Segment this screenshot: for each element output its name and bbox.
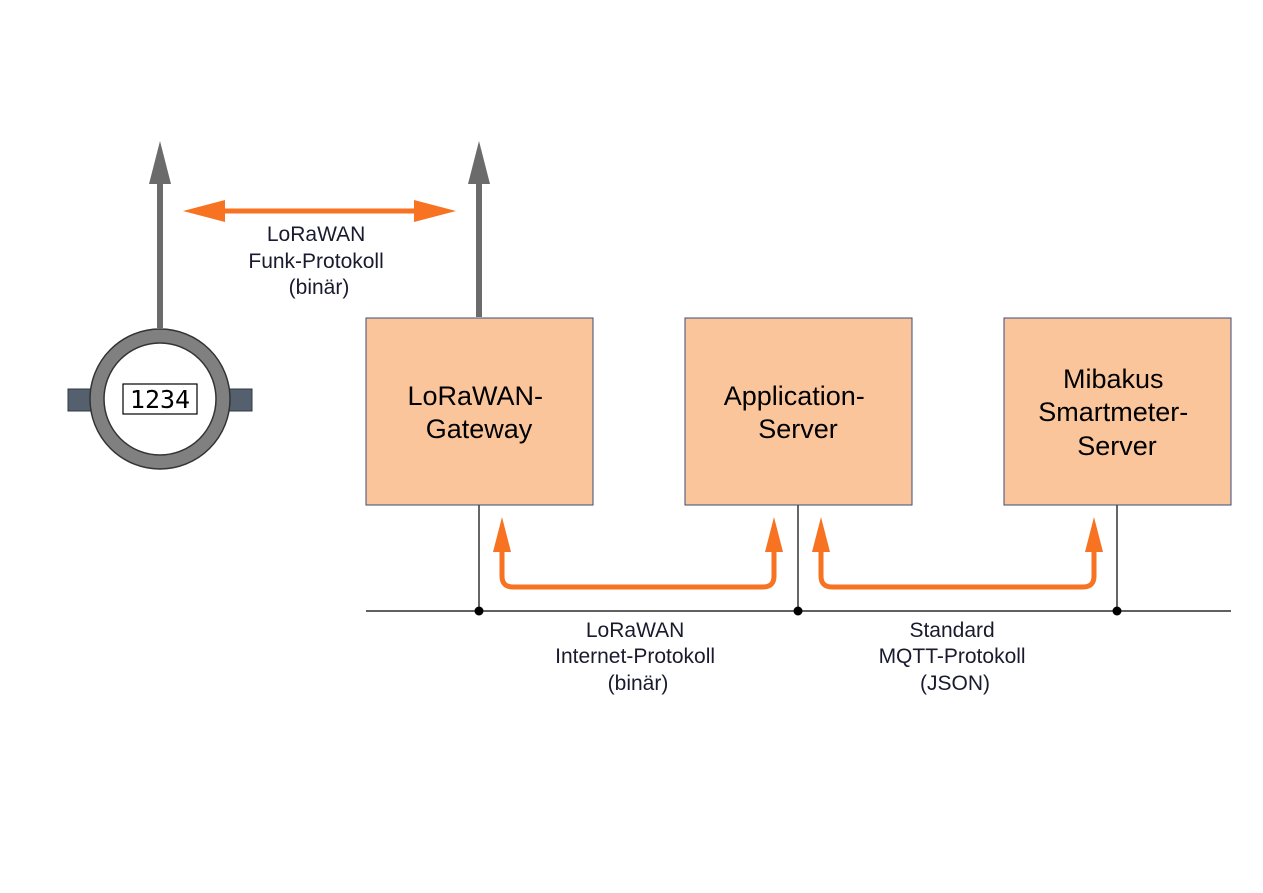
gateway-antenna-arrowhead (468, 141, 490, 184)
mibakus-box: Mibakus Smartmeter- Server (1003, 317, 1232, 506)
mibakus-label-line-1: Mibakus (1063, 364, 1164, 394)
mibakus-junction (1112, 606, 1122, 616)
internet-link-arrowhead-left (493, 517, 511, 552)
mibakus-box-frame (1003, 317, 1232, 506)
mqtt-link-label-line-2: MQTT-Protokoll (879, 645, 1026, 668)
internet-link-path (499, 548, 777, 590)
app-server-label-line-2: Server (758, 414, 838, 444)
radio-link-label: LoRaWAN Funk-Protokoll (binär) (248, 223, 389, 299)
gateway-label-line-2: Gateway (426, 414, 533, 444)
gateway-junction (474, 606, 484, 616)
mibakus-label-line-3: Server (1077, 431, 1157, 461)
mqtt-link-label: Standard MQTT-Protokoll (JSON) (879, 619, 1032, 695)
smart-meter: 1234 (67, 328, 253, 470)
meter-antenna-arrowhead (149, 141, 171, 184)
mqtt-link-arrowhead-right (1085, 517, 1103, 552)
app-server-box-label: Application- Server (724, 381, 873, 444)
app-server-label-line-1: Application- (724, 381, 865, 411)
meter-antenna (149, 141, 171, 328)
mqtt-link-label-line-1: Standard (909, 619, 994, 642)
internet-link-label-line-1: LoRaWAN (586, 619, 684, 642)
internet-link-label-line-3: (binär) (608, 672, 669, 695)
mqtt-link-label-line-3: (JSON) (920, 672, 990, 695)
radio-link-label-line-3: (binär) (289, 276, 350, 299)
internet-link-arrowhead-right (765, 517, 783, 552)
mqtt-link-arrowhead-left (812, 517, 830, 552)
radio-link-label-line-2: Funk-Protokoll (248, 250, 383, 273)
meter-display-value: 1234 (130, 385, 190, 414)
radio-link-arrow (183, 200, 456, 222)
internet-link-label-line-2: Internet-Protokoll (555, 645, 715, 668)
internet-link-label: LoRaWAN Internet-Protokoll (binär) (555, 619, 721, 695)
gateway-box: LoRaWAN- Gateway (365, 317, 594, 506)
mibakus-box-label: Mibakus Smartmeter- Server (1038, 364, 1196, 461)
mqtt-link-path (818, 548, 1097, 590)
radio-link-arrowhead-left (183, 200, 225, 222)
app-server-box: Application- Server (684, 317, 913, 506)
gateway-antenna (468, 141, 490, 317)
app-server-box-frame (684, 317, 913, 506)
radio-link-label-line-1: LoRaWAN (267, 223, 365, 246)
internet-link-arrow (493, 517, 783, 590)
gateway-box-frame (365, 317, 594, 506)
app-server-junction (793, 606, 803, 616)
radio-link-arrowhead-right (414, 200, 456, 222)
network-bus (366, 505, 1231, 616)
gateway-label-line-1: LoRaWAN- (407, 381, 543, 411)
mqtt-link-arrow (812, 517, 1103, 590)
mibakus-label-line-2: Smartmeter- (1038, 397, 1188, 427)
meter-display-frame (122, 383, 198, 415)
gateway-box-label: LoRaWAN- Gateway (407, 381, 550, 444)
